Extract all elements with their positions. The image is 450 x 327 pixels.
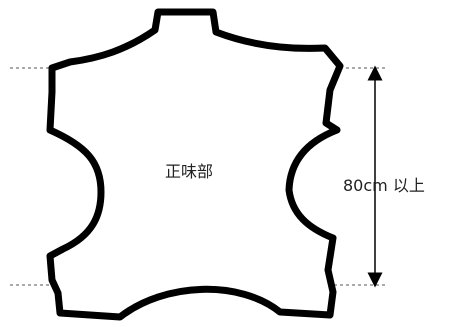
- hide-outline: [46, 8, 344, 321]
- dimension-label: 80cm 以上: [343, 176, 425, 195]
- center-label: 正味部: [165, 162, 214, 181]
